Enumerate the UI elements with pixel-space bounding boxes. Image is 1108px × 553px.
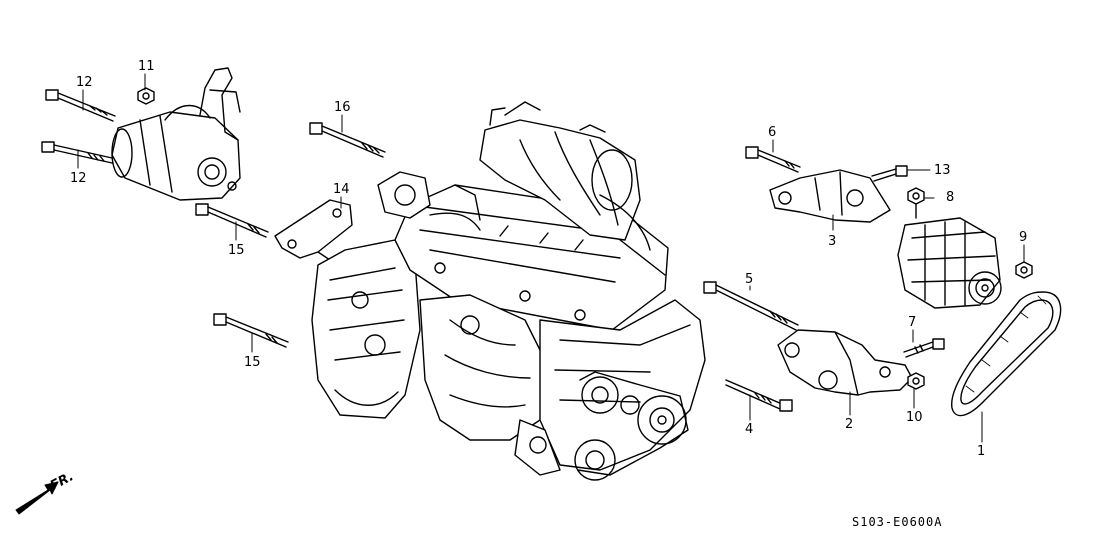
callout-16: 16 [334, 100, 351, 115]
callout-6: 6 [768, 125, 777, 140]
bolt-13 [872, 166, 907, 181]
alternator-bracket-3 [770, 170, 890, 222]
callout-9: 9 [1019, 230, 1028, 245]
nut-11 [138, 88, 154, 104]
callout-1: 1 [977, 444, 986, 459]
callout-2: 2 [845, 417, 854, 432]
bolt-4 [726, 380, 792, 411]
bolt-7 [904, 339, 944, 357]
callout-7: 7 [908, 315, 917, 330]
drive-belt-1 [952, 292, 1061, 416]
bolt-5 [704, 282, 798, 330]
bolt-12-upper [46, 90, 115, 121]
front-direction-arrow [16, 482, 58, 514]
bolt-15-upper [196, 204, 268, 237]
callout-5: 5 [745, 272, 754, 287]
nut-8 [908, 188, 924, 218]
callout-4: 4 [745, 422, 754, 437]
bolt-16 [310, 123, 385, 157]
callout-12-lower: 12 [70, 171, 87, 186]
callout-11: 11 [138, 59, 155, 74]
callout-12-upper: 12 [76, 75, 93, 90]
alternator-bracket-2 [778, 330, 912, 395]
bolt-6 [746, 147, 800, 172]
callout-8: 8 [946, 190, 955, 205]
starter-motor [112, 68, 240, 200]
leader-lines [78, 74, 1024, 442]
bolt-15-lower [214, 314, 288, 347]
callout-10: 10 [906, 410, 923, 425]
callout-3: 3 [828, 234, 837, 249]
nut-9 [1016, 262, 1032, 278]
callout-13: 13 [934, 163, 951, 178]
engine-assembly [312, 102, 705, 480]
bolt-12-lower [42, 142, 112, 163]
bracket-14 [275, 200, 352, 260]
nut-10 [908, 373, 924, 389]
diagram-code: S103-E0600A [852, 515, 943, 529]
alternator [898, 218, 1001, 308]
callout-15-upper: 15 [228, 243, 245, 258]
callout-14: 14 [333, 182, 350, 197]
callout-15-lower: 15 [244, 355, 261, 370]
